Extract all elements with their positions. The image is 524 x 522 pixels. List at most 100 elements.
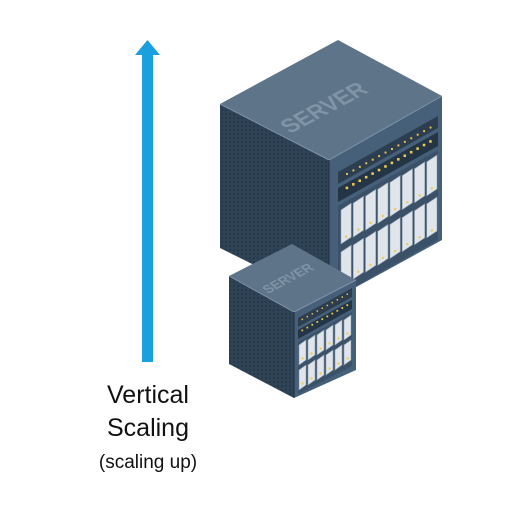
led-indicator [429, 140, 432, 143]
drive-led [346, 357, 349, 360]
led-indicator [331, 312, 334, 315]
small-server-drive-bays [298, 314, 352, 391]
drive-led [418, 194, 421, 197]
small-server-leds [301, 293, 349, 332]
caption-title: Vertical [107, 381, 189, 409]
drive-bay [325, 324, 334, 351]
drive-bay [389, 175, 401, 218]
led-indicator [341, 296, 344, 298]
led-indicator [391, 148, 393, 150]
small-server-left-side [229, 276, 294, 398]
led-indicator [423, 130, 426, 133]
drive-led [346, 332, 349, 335]
led-indicator [358, 179, 362, 183]
large-server-drive-bays [340, 154, 438, 287]
led-indicator [422, 143, 426, 147]
drive-bay [298, 339, 307, 366]
led-indicator [377, 168, 381, 172]
drive-bay [414, 161, 426, 204]
scale-up-arrow [135, 40, 160, 362]
drive-led [369, 221, 372, 225]
drive-bay [316, 354, 325, 381]
led-indicator [301, 318, 304, 321]
drive-bay [377, 181, 389, 224]
small-server: SERVER [228, 244, 357, 398]
led-indicator [364, 175, 368, 179]
drive-led [337, 362, 340, 365]
drive-bay [377, 223, 389, 266]
led-indicator [384, 151, 387, 154]
drive-bay [343, 339, 352, 366]
drive-bay [307, 334, 316, 361]
led-indicator [390, 161, 394, 165]
led-indicator [378, 155, 381, 158]
drive-led [328, 342, 331, 345]
drive-bay [316, 329, 325, 356]
drive-led [369, 263, 372, 267]
led-indicator [409, 150, 413, 154]
drive-bay [414, 203, 426, 246]
drive-led [406, 242, 409, 246]
led-indicator [397, 144, 400, 147]
caption-subtitle: Scaling [107, 414, 189, 442]
drive-bay [352, 237, 364, 280]
drive-bay [334, 344, 343, 371]
led-indicator [371, 158, 374, 161]
large-server-top [220, 40, 442, 160]
led-indicator [311, 313, 314, 315]
led-indicator [306, 326, 309, 329]
drive-led [430, 229, 434, 232]
arrow-shaft [142, 52, 153, 362]
led-indicator [311, 323, 314, 326]
drive-led [381, 214, 385, 218]
led-indicator [397, 158, 400, 161]
led-indicator [416, 133, 419, 136]
led-indicator [403, 140, 406, 143]
drive-bay [352, 195, 364, 238]
led-indicator [336, 299, 339, 301]
drive-bay [365, 188, 377, 231]
led-indicator [346, 173, 348, 175]
drive-led [344, 235, 348, 238]
drive-bay [325, 349, 334, 376]
drive-led [357, 228, 360, 231]
led-indicator [352, 169, 355, 172]
drive-bay [365, 230, 377, 273]
drive-led [310, 352, 313, 355]
large-server: SERVER [219, 40, 443, 302]
drive-bay [426, 154, 438, 197]
drive-led [301, 382, 304, 385]
led-indicator [358, 165, 361, 168]
drive-led [406, 200, 409, 204]
led-indicator [384, 165, 387, 168]
drive-led [337, 337, 340, 340]
drive-led [319, 372, 322, 375]
led-indicator [410, 137, 413, 140]
led-indicator [326, 315, 329, 318]
led-indicator [346, 304, 349, 307]
led-indicator [331, 301, 334, 304]
drive-led [393, 207, 397, 211]
caption-note: (scaling up) [98, 452, 198, 473]
drive-bay [334, 319, 343, 346]
drive-bay [340, 202, 352, 245]
drive-bay [307, 359, 316, 386]
led-indicator [336, 309, 339, 312]
drive-led [319, 347, 322, 350]
led-indicator [306, 315, 309, 318]
led-indicator [326, 304, 329, 307]
drive-bay [389, 217, 401, 260]
led-indicator [416, 147, 419, 150]
drive-led [301, 357, 304, 360]
led-indicator [371, 172, 374, 175]
drive-bay [343, 314, 352, 341]
drive-led [357, 270, 360, 273]
drive-led [430, 187, 434, 190]
led-indicator [346, 293, 349, 295]
led-indicator [321, 307, 324, 309]
drive-led [418, 236, 421, 239]
led-indicator [321, 318, 324, 321]
led-indicator [316, 310, 319, 312]
led-indicator [352, 183, 355, 186]
